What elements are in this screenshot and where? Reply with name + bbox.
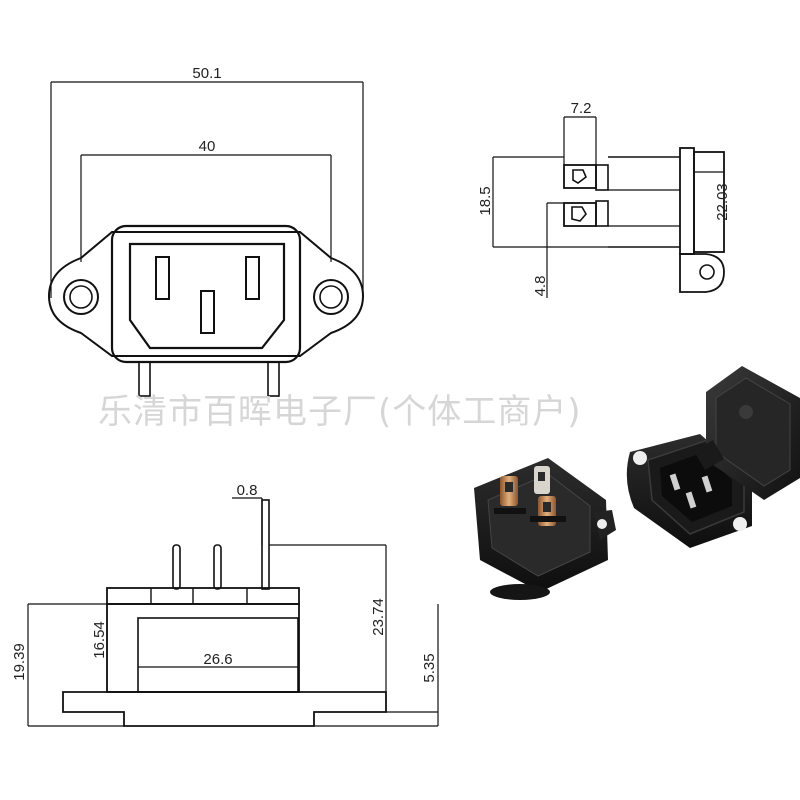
- front-body: [110, 224, 302, 364]
- dim-hole-spacing: [80, 154, 332, 262]
- left-slot: [155, 256, 170, 300]
- socket-face: [128, 242, 286, 350]
- dim-label-body-height: 22.03: [714, 183, 731, 221]
- ground-slot: [200, 290, 215, 334]
- dim-label-pin-height: 23.74: [370, 598, 387, 636]
- dim-flange: [314, 604, 439, 727]
- dim-pin-thickness: [232, 497, 263, 545]
- dim-label-total-height: 19.39: [11, 643, 28, 681]
- dim-total-height: [27, 603, 124, 727]
- side-flange: [679, 147, 695, 255]
- dim-label-terminal-width: 7.2: [571, 100, 592, 117]
- dim-label-inner-height: 16.54: [91, 621, 108, 659]
- dim-label-overall-width: 50.1: [192, 65, 221, 82]
- bottom-pin-middle: [213, 544, 222, 590]
- connector-front-photo: [626, 366, 800, 548]
- dim-pin-height: [269, 544, 387, 692]
- dim-label-flange: 5.35: [421, 653, 438, 682]
- dim-label-terminal-span: 18.5: [477, 186, 494, 215]
- bottom-pin-right: [261, 499, 270, 590]
- bottom-flange: [62, 691, 387, 727]
- upper-terminal: [563, 164, 597, 189]
- front-pin-right: [267, 361, 280, 397]
- dim-overall-width: [50, 81, 364, 298]
- right-slot: [245, 256, 260, 300]
- dim-terminal-width: [563, 116, 597, 165]
- dim-label-terminal-offset: 4.8: [532, 276, 549, 297]
- side-mounting-ear: [679, 253, 725, 293]
- dim-terminal-span: [492, 156, 608, 248]
- bottom-pin-left: [172, 544, 181, 590]
- product-photo: [474, 366, 800, 600]
- dim-label-pin-thickness: 0.8: [237, 482, 258, 499]
- connector-rear-photo: [474, 458, 616, 600]
- watermark-text: 乐清市百晖电子厂(个体工商户): [98, 392, 582, 432]
- right-mounting-hole: [313, 279, 349, 315]
- dim-label-hole-spacing: 40: [199, 138, 216, 155]
- front-pin-left: [138, 361, 151, 397]
- dim-label-inner-width: 26.6: [203, 651, 232, 668]
- front-view: [47, 81, 365, 397]
- bottom-view: [27, 497, 439, 727]
- left-mounting-hole: [63, 279, 99, 315]
- front-flange: [47, 231, 365, 357]
- side-view: [492, 116, 725, 298]
